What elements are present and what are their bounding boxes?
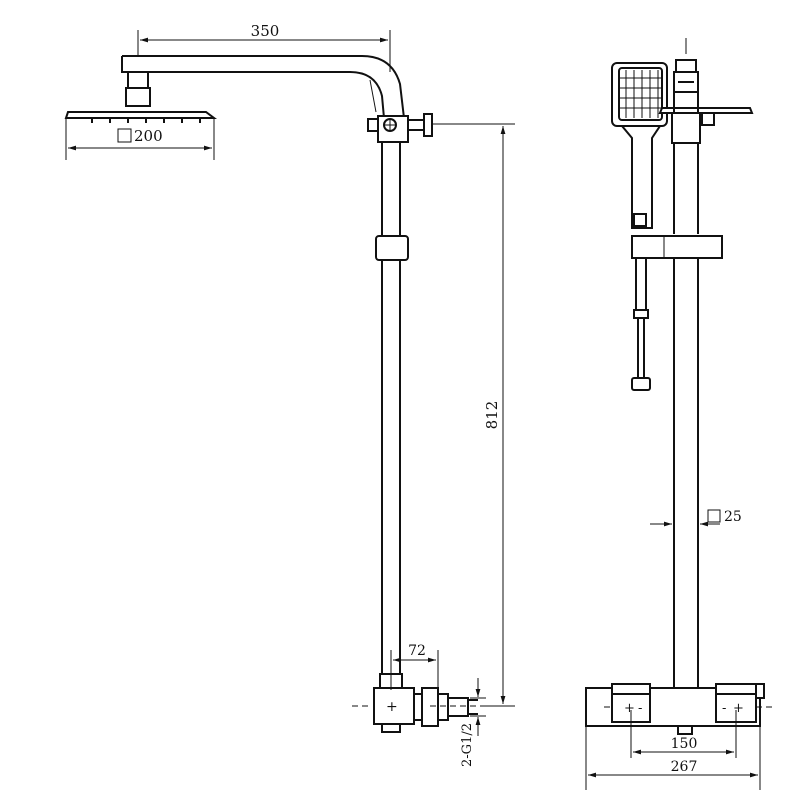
dim-arm-length-label: 350 <box>251 22 280 40</box>
diverter-knob <box>367 113 433 143</box>
dim-inlet-centers: 150 <box>630 710 737 758</box>
dim-inlet-offset-label: 72 <box>408 643 426 659</box>
dim-arm-length: 350 <box>137 22 391 72</box>
dim-riser-height: 812 <box>432 123 515 707</box>
square-symbol <box>117 128 132 143</box>
dim-valve-width: 267 <box>585 726 761 790</box>
dim-head-size: 200 <box>65 118 215 160</box>
hand-shower <box>611 62 668 229</box>
square-symbol <box>707 509 721 523</box>
left-inlet-minus: - <box>638 701 642 716</box>
shower-head <box>64 71 217 123</box>
mixer-valve-front: + - - + <box>585 683 772 735</box>
plus-mark: + <box>386 699 398 715</box>
dim-inlet-thread-label: 2-G1/2 <box>460 723 475 767</box>
nozzle-row <box>91 118 201 123</box>
hand-shower-nozzle-grid <box>620 70 661 118</box>
dim-inlet-thread: 2-G1/2 <box>460 678 486 767</box>
riser-pipe-front <box>671 92 701 688</box>
right-inlet-minus: - <box>722 701 726 716</box>
mixer-valve-side: + <box>352 687 512 733</box>
dim-riser-section-label: 25 <box>724 509 742 525</box>
riser-pipe <box>375 142 409 689</box>
shower-hose <box>631 258 651 391</box>
right-inlet-plus: + <box>733 701 744 716</box>
dim-inlet-centers-label: 150 <box>671 736 698 752</box>
head-plate-front <box>658 38 754 126</box>
dim-head-size-label: 200 <box>134 127 163 145</box>
dim-inlet-offset: 72 <box>390 643 439 690</box>
shower-arm <box>121 55 405 119</box>
dim-valve-width-label: 267 <box>671 759 698 775</box>
dim-riser-height-label: 812 <box>483 401 501 430</box>
slide-bar-front <box>631 235 723 259</box>
side-view: 350 200 <box>64 22 515 767</box>
dim-riser-section: 25 <box>650 509 742 527</box>
front-view: 25 + - - + 150 <box>585 38 772 790</box>
left-inlet-plus: + <box>624 701 635 716</box>
slide-bracket <box>375 235 409 261</box>
